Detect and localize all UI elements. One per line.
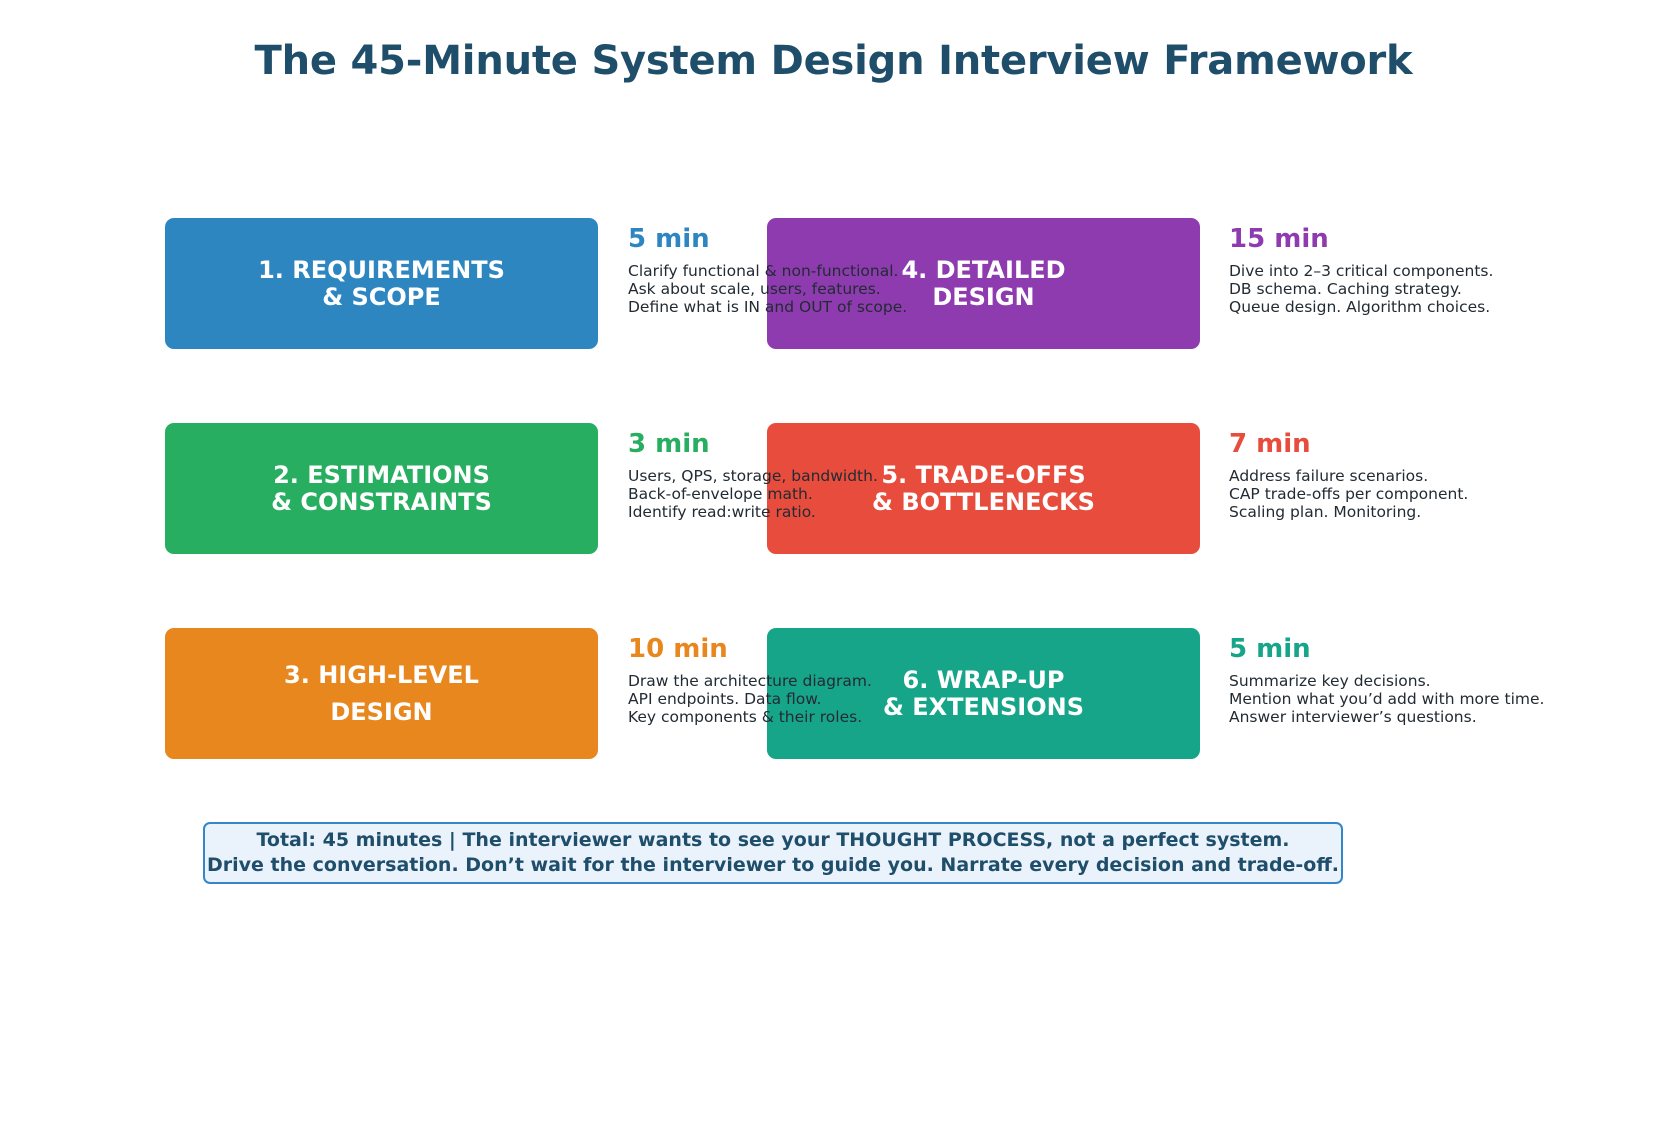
phase-bullet: Queue design. Algorithm choices. — [1229, 298, 1491, 317]
phase-bullets-estimations: Users, QPS, storage, bandwidth.Back-of-e… — [628, 467, 1098, 521]
phase-title-line: DESIGN — [330, 697, 433, 726]
phase-bullet: Answer interviewer’s questions. — [1229, 708, 1477, 727]
phase-bullet: Scaling plan. Monitoring. — [1229, 503, 1422, 522]
phase-box-wrapup: 6. WRAP-UP& EXTENSIONS — [767, 628, 1200, 759]
phase-bullet: Define what is IN and OUT of scope. — [628, 298, 908, 317]
page-title: The 45-Minute System Design Interview Fr… — [254, 38, 1413, 84]
phase-title-line: 6. WRAP-UP — [902, 665, 1065, 694]
phase-duration-detailed: 15 min — [1229, 224, 1329, 254]
phase-bullet: API endpoints. Data flow. — [628, 690, 822, 709]
phase-box-tradeoffs: 5. TRADE-OFFS& BOTTLENECKS — [767, 423, 1200, 554]
phase-bullet: Mention what you’d add with more time. — [1229, 690, 1545, 709]
phase-bullets-highlevel: Draw the architecture diagram.API endpoi… — [628, 672, 1098, 726]
phase-bullets-requirements: Clarify functional & non-functional.Ask … — [628, 262, 1098, 316]
phase-bullet: DB schema. Caching strategy. — [1229, 280, 1462, 299]
phase-duration-wrapup: 5 min — [1229, 634, 1311, 664]
phase-bullet: Draw the architecture diagram. — [628, 672, 872, 690]
summary-banner-line-1: Total: 45 minutes | The interviewer want… — [256, 828, 1290, 851]
phase-title-line: & EXTENSIONS — [882, 692, 1085, 721]
phase-title-line: 1. REQUIREMENTS — [258, 255, 505, 284]
phase-title-line: 2. ESTIMATIONS — [273, 460, 490, 489]
phase-duration-estimations: 3 min — [628, 429, 710, 459]
phase-bullets-tradeoffs: Address failure scenarios.CAP trade-offs… — [1229, 467, 1667, 521]
phase-bullet: Address failure scenarios. — [1229, 467, 1429, 485]
phase-bullet: Summarize key decisions. — [1229, 672, 1431, 690]
phase-bullets-detailed: Dive into 2–3 critical components.DB sch… — [1229, 262, 1667, 316]
phase-title-line: DESIGN — [932, 282, 1035, 311]
phase-bullet: CAP trade-offs per component. — [1229, 485, 1469, 504]
phase-bullet: Dive into 2–3 critical components. — [1229, 262, 1494, 280]
phase-title-line: & BOTTLENECKS — [872, 487, 1095, 516]
summary-banner: Total: 45 minutes | The interviewer want… — [203, 822, 1343, 884]
phase-bullet: Users, QPS, storage, bandwidth. — [628, 467, 878, 485]
summary-banner-line-2: Drive the conversation. Don’t wait for t… — [207, 854, 1339, 876]
phase-box-estimations: 2. ESTIMATIONS& CONSTRAINTS — [165, 423, 598, 554]
phase-title-line: 5. TRADE-OFFS — [881, 460, 1086, 489]
phase-box-requirements: 1. REQUIREMENTS& SCOPE — [165, 218, 598, 349]
phase-title-line: 3. HIGH-LEVEL — [284, 660, 479, 689]
phase-title-line: 4. DETAILED — [901, 255, 1066, 284]
phase-box-highlevel: 3. HIGH-LEVEL DESIGN — [165, 628, 598, 759]
phase-bullet: Back-of-envelope math. — [628, 485, 813, 504]
phase-bullet: Key components & their roles. — [628, 708, 863, 727]
phase-bullets-wrapup: Summarize key decisions.Mention what you… — [1229, 672, 1667, 726]
phase-title-line: & CONSTRAINTS — [271, 487, 492, 516]
phase-duration-highlevel: 10 min — [628, 634, 728, 664]
phase-bullet: Clarify functional & non-functional. — [628, 262, 899, 280]
phase-bullet: Identify read:write ratio. — [628, 503, 816, 522]
phase-bullet: Ask about scale, users, features. — [628, 280, 881, 299]
phase-title-line: & SCOPE — [322, 282, 441, 311]
phase-duration-tradeoffs: 7 min — [1229, 429, 1311, 459]
phase-duration-requirements: 5 min — [628, 224, 710, 254]
